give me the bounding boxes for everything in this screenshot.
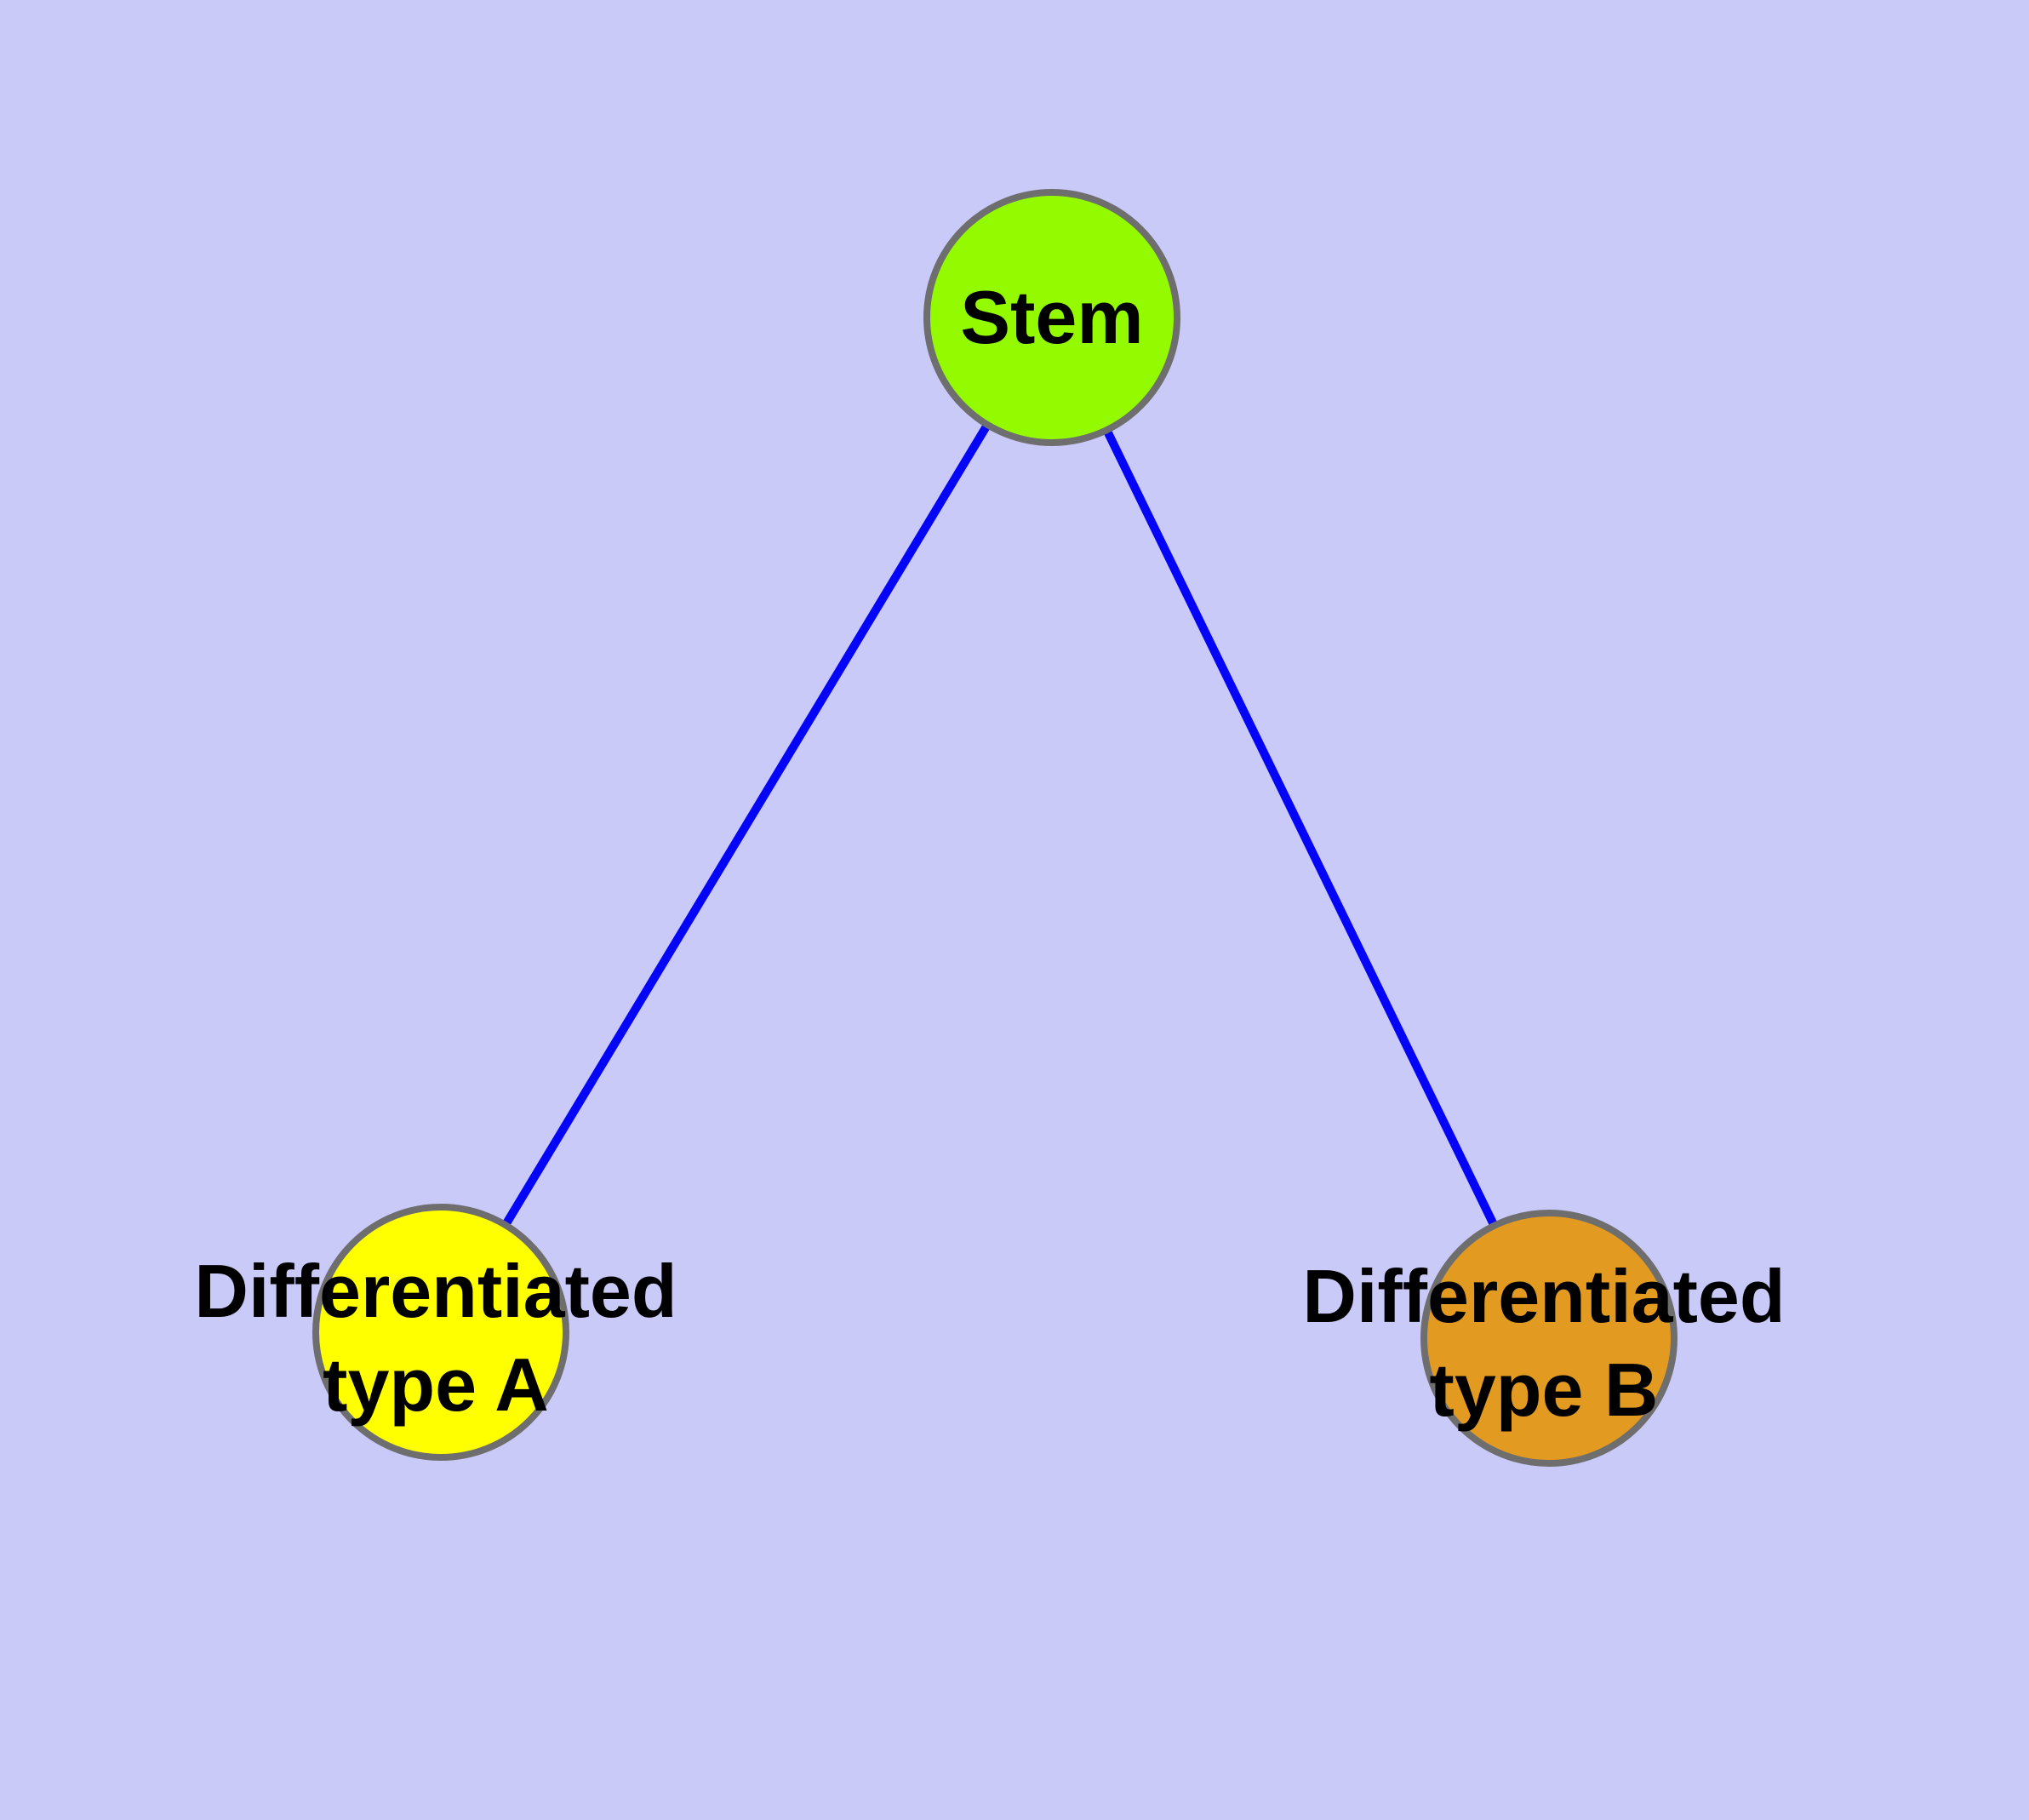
node-label-differentiated-type-a: Differentiated type A: [194, 1249, 677, 1427]
edge-stem-to-type-a: [437, 315, 1056, 1335]
node-differentiated-type-b: [1420, 1210, 1677, 1467]
node-label-stem: Stem: [960, 275, 1144, 359]
node-differentiated-type-a: [312, 1204, 569, 1461]
node-label-differentiated-type-b: Differentiated type B: [1302, 1254, 1786, 1432]
edge-stem-to-type-b: [1048, 315, 1553, 1341]
node-stem: [923, 189, 1180, 446]
